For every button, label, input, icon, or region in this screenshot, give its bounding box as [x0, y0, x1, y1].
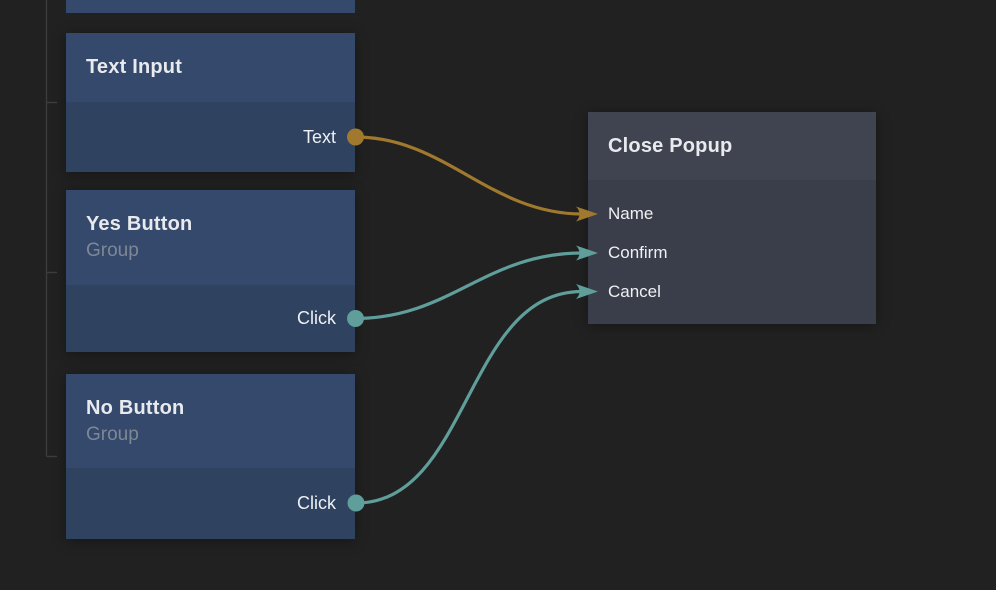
connection-wire-text-to-name[interactable]	[355, 135, 583, 216]
node-subtitle: Group	[86, 240, 139, 261]
node-header: Yes Button Group	[66, 190, 355, 285]
node-header: Text Input	[66, 33, 355, 102]
node-text-input[interactable]: Text Input Text	[66, 33, 355, 172]
node-title: Yes Button	[86, 213, 193, 235]
node-no-button[interactable]: No Button Group Click	[66, 374, 355, 539]
node-close-popup[interactable]: Close Popup Name Confirm Cancel	[588, 112, 876, 324]
output-port-label: Click	[297, 493, 336, 513]
node-header: Close Popup	[588, 112, 876, 180]
input-port-label: Name	[608, 204, 654, 223]
output-port-label: Click	[297, 308, 336, 328]
input-port-confirm[interactable]: Confirm	[608, 241, 876, 265]
node-body: Name Confirm Cancel	[588, 180, 876, 324]
connection-wire-click-to-cancel[interactable]	[355, 289, 583, 505]
input-port-name[interactable]: Name	[608, 202, 876, 226]
node-title: Text Input	[86, 56, 183, 78]
node-header: No Button Group	[66, 374, 355, 468]
output-port-label: Text	[302, 126, 336, 147]
connection-wire-click-to-confirm[interactable]	[355, 251, 583, 321]
hierarchy-tree-lines	[45, 0, 57, 458]
node-body: Text	[66, 102, 355, 172]
node-title: Close Popup	[608, 134, 733, 157]
node-yes-button[interactable]: Yes Button Group Click	[66, 190, 355, 352]
node-clipped-top[interactable]	[66, 0, 355, 13]
node-subtitle: Group	[86, 423, 139, 445]
node-body: Click	[66, 285, 355, 352]
node-title: No Button	[86, 396, 185, 419]
input-port-label: Confirm	[608, 243, 668, 262]
input-port-label: Cancel	[608, 282, 661, 301]
input-port-cancel[interactable]: Cancel	[608, 280, 876, 304]
node-body: Click	[66, 468, 355, 539]
